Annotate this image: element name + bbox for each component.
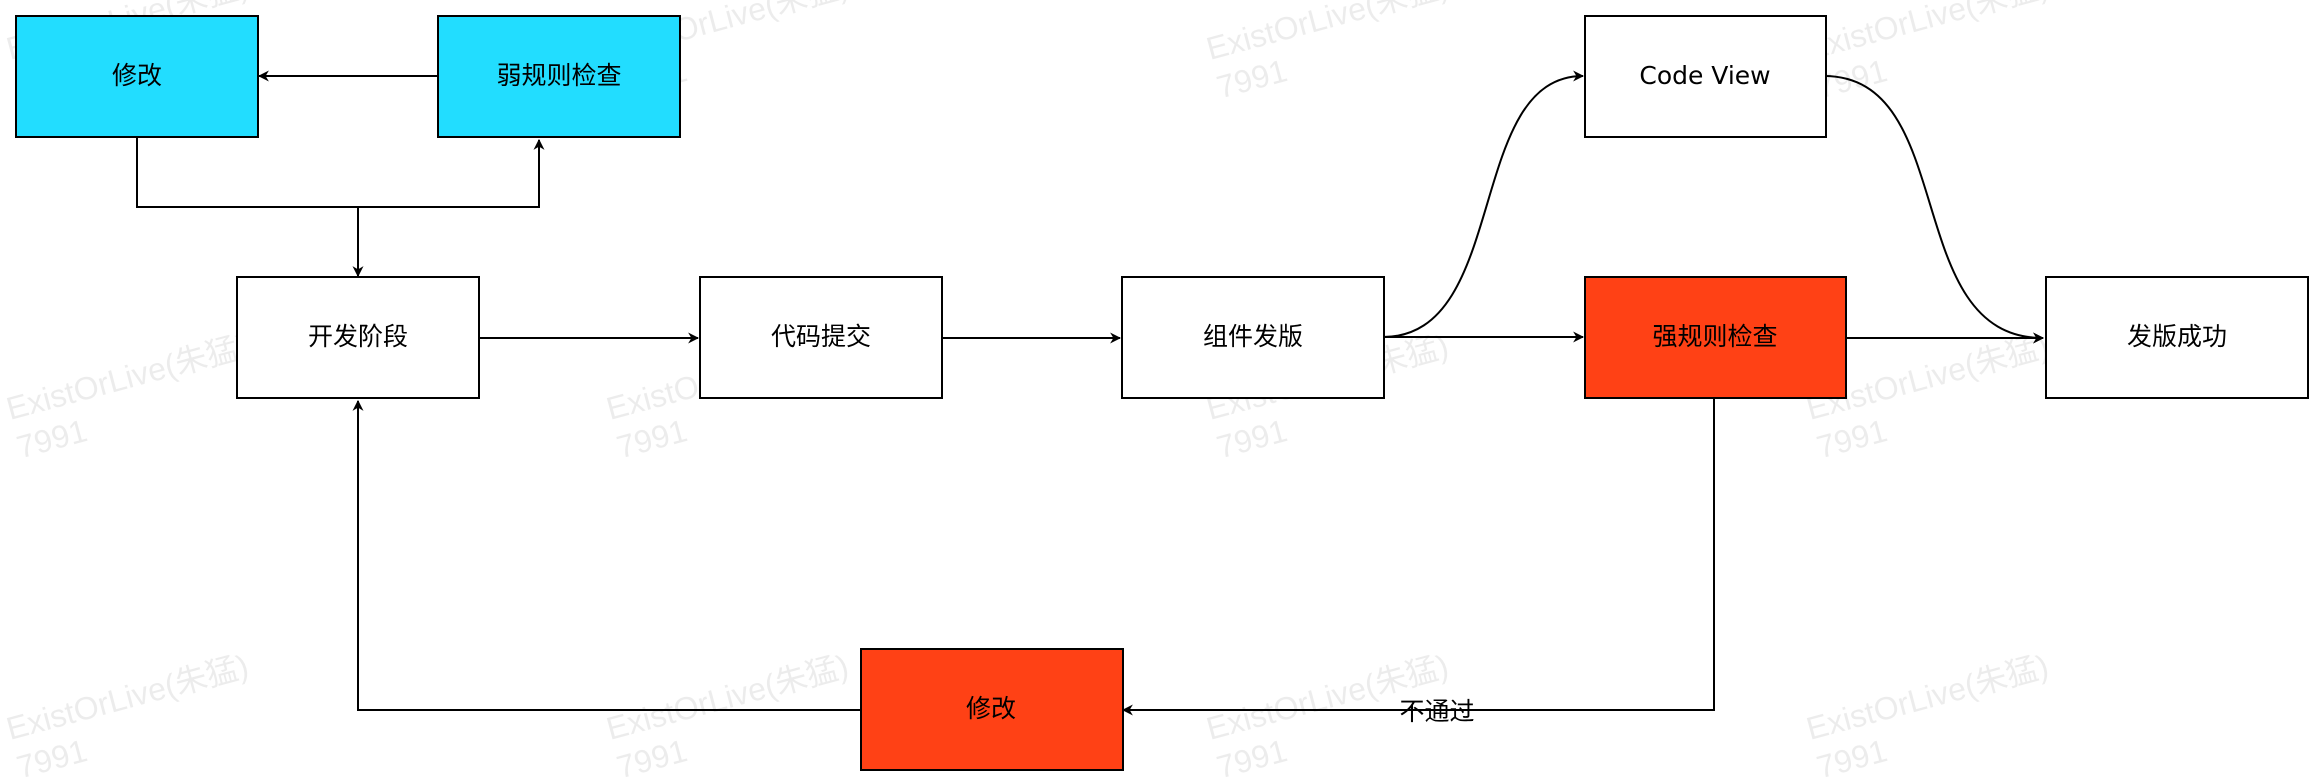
node-modify-bottom-label: 修改 [966, 694, 1016, 723]
node-code-view-label: Code View [1639, 61, 1770, 90]
node-dev-stage-box[interactable] [236, 276, 480, 399]
node-modify-bottom[interactable]: 修改 [860, 648, 1124, 771]
node-modify-top[interactable]: 修改 [15, 15, 259, 138]
node-dev-stage[interactable]: 开发阶段 [236, 276, 480, 399]
node-component-release-box[interactable] [1121, 276, 1385, 399]
node-modify-bottom-box[interactable] [860, 648, 1124, 771]
node-release-success-box[interactable] [2045, 276, 2309, 399]
edge-modify-to-dev-stage [352, 399, 860, 711]
node-weak-check-label: 弱规则检查 [496, 61, 621, 90]
node-weak-check[interactable]: 弱规则检查 [437, 15, 681, 138]
edge-strong-check-to-modify-fail [1121, 399, 1715, 716]
edge-code-view-to-success [1823, 75, 2045, 344]
node-modify-top-box[interactable] [15, 15, 259, 138]
watermark-text: ExistOrLive(朱猛)7991 [2, 648, 262, 784]
edge-modify-to-weak-check [136, 138, 545, 208]
node-release-success-label: 发版成功 [2127, 322, 2227, 351]
watermark-text: ExistOrLive(朱猛)7991 [602, 648, 862, 784]
node-weak-check-box[interactable] [437, 15, 681, 138]
edges [136, 70, 2045, 716]
watermark-text: ExistOrLive(朱猛)7991 [2, 328, 262, 466]
node-strong-check[interactable]: 强规则检查 [1584, 276, 1847, 399]
node-code-view-box[interactable] [1584, 15, 1827, 138]
node-modify-top-label: 修改 [112, 61, 162, 90]
watermark-text: ExistOrLive(朱猛)7991 [1802, 648, 2062, 784]
node-code-commit-box[interactable] [699, 276, 943, 399]
node-component-release[interactable]: 组件发版 [1121, 276, 1385, 399]
watermark-text: ExistOrLive(朱猛)7991 [1202, 0, 1462, 105]
edge-label-fail: 不通过 [1399, 697, 1474, 726]
watermark-text: ExistOrLive(朱猛)7991 [1802, 0, 2062, 105]
node-code-view[interactable]: Code View [1584, 15, 1827, 138]
node-code-commit-label: 代码提交 [771, 322, 871, 351]
node-code-commit[interactable]: 代码提交 [699, 276, 943, 399]
edge-release-to-code-view [1382, 70, 1585, 338]
node-strong-check-box[interactable] [1584, 276, 1847, 399]
node-component-release-label: 组件发版 [1203, 322, 1303, 351]
node-release-success[interactable]: 发版成功 [2045, 276, 2309, 399]
node-strong-check-label: 强规则检查 [1652, 322, 1777, 351]
node-dev-stage-label: 开发阶段 [308, 322, 408, 351]
